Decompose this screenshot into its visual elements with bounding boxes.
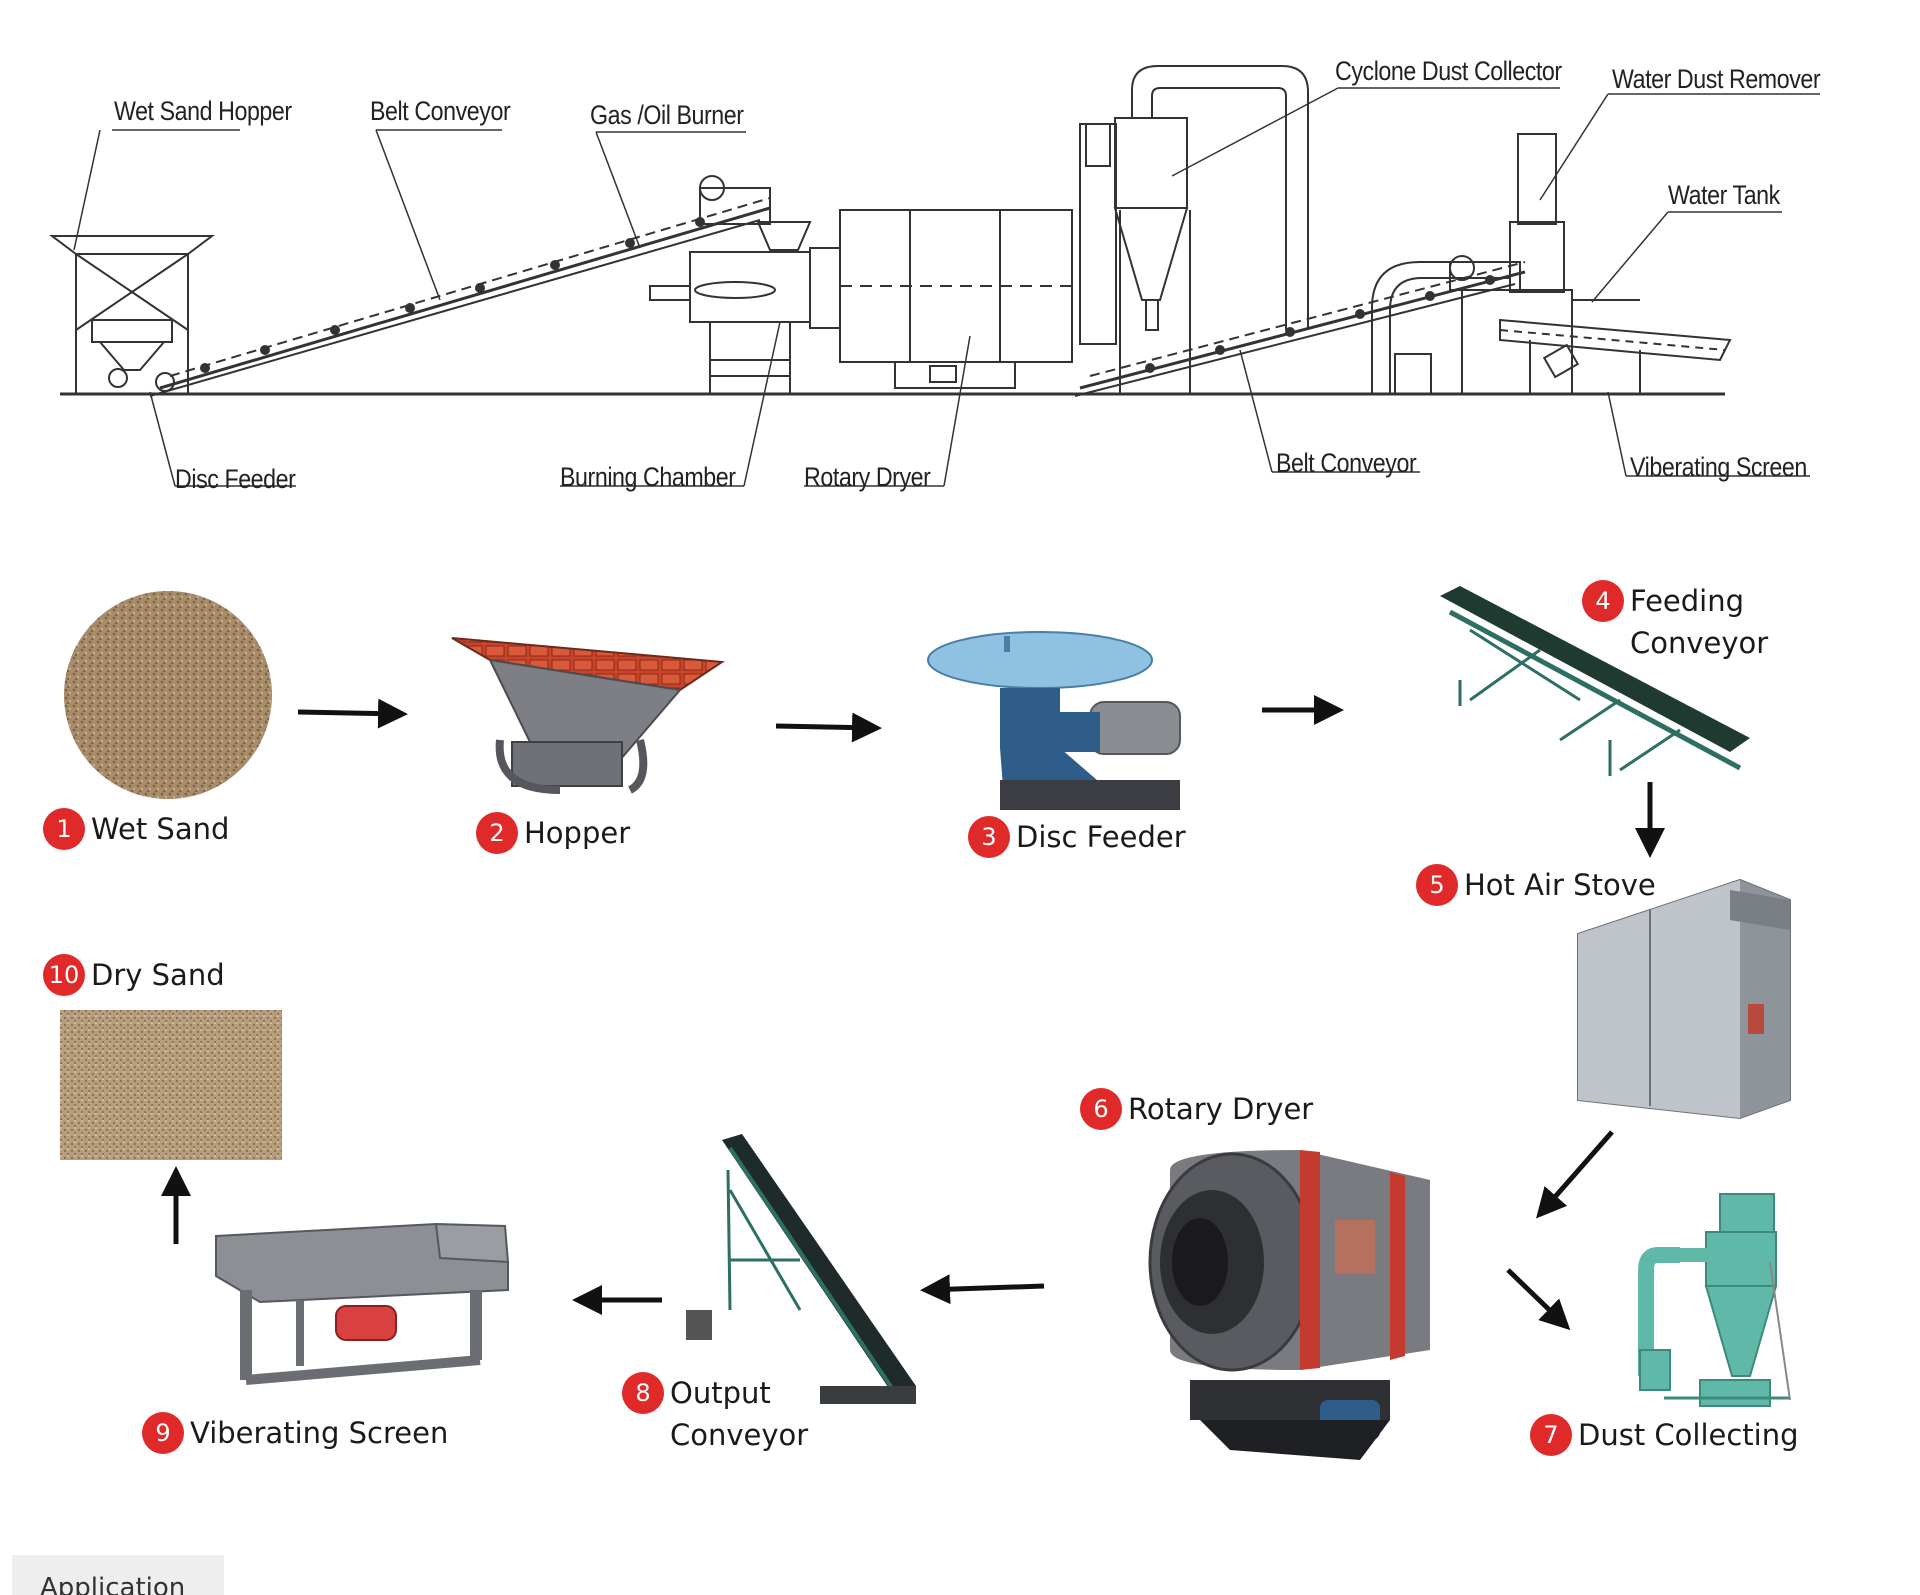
step-badge: 10 [43,954,85,996]
step-10-dry-sand: 10 Dry Sand [43,954,225,996]
step-badge: 2 [476,812,518,854]
step-label: Disc Feeder [1016,820,1186,854]
rotary-dryer-image [1148,1150,1430,1460]
step-6-rotary-dryer: 6 Rotary Dryer [1080,1088,1313,1130]
step-label: Rotary Dryer [1128,1092,1314,1126]
step-label: Dry Sand [91,958,225,992]
step-badge: 7 [1530,1414,1572,1456]
label-belt-conveyor-top: Belt Conveyor [370,96,511,126]
step-label: Viberating Screen [190,1416,449,1450]
step-3-disc-feeder: 3 Disc Feeder [968,816,1186,858]
step-badge: 4 [1582,580,1624,622]
vibrating-screen-image [215,1222,510,1385]
feeding-conveyor-image [1440,586,1750,776]
step-badge: 9 [142,1412,184,1454]
label-rotary-dryer-top: Rotary Dryer [804,462,931,492]
label-belt-conveyor-bottom: Belt Conveyor [1276,448,1417,478]
step-label: Dust Collecting [1578,1418,1799,1452]
application-tab-label: Application [40,1573,186,1595]
step-badge: 1 [43,808,85,850]
step-8-output-conveyor: 8 Output Conveyor [622,1372,808,1456]
label-water-tank: Water Tank [1668,180,1780,210]
flow-arrows [161,695,1665,1331]
step-label: Wet Sand [91,812,230,846]
label-disc-feeder-top: Disc Feeder [175,464,296,494]
label-burning-chamber: Burning Chamber [560,462,736,492]
step-badge: 3 [968,816,1010,858]
disc-feeder-image [927,631,1181,810]
dry-sand-image [60,1010,282,1160]
dust-collector-image [1638,1193,1791,1407]
step-badge: 6 [1080,1088,1122,1130]
step-2-hopper: 2 Hopper [476,812,630,854]
step-label: Hot Air Stove [1464,868,1656,902]
step-badge: 8 [622,1372,664,1414]
step-label: Feeding Conveyor [1630,584,1769,660]
step-4-feeding-conveyor: 4 Feeding Conveyor [1582,580,1768,664]
step-1-wet-sand: 1 Wet Sand [43,808,229,850]
wet-sand-image [64,591,272,799]
schematic-drawing [49,65,1820,487]
step-9-vibrating-screen: 9 Viberating Screen [142,1412,448,1454]
label-wet-sand-hopper: Wet Sand Hopper [114,96,292,126]
step-5-hot-air-stove: 5 Hot Air Stove [1416,864,1656,906]
output-conveyor-image [686,1134,916,1404]
step-label: Output Conveyor [670,1376,809,1452]
application-tab[interactable]: Application [12,1555,224,1595]
step-label: Hopper [524,816,631,850]
label-cyclone-dust-collector: Cyclone Dust Collector [1335,56,1562,86]
step-badge: 5 [1416,864,1458,906]
step-7-dust-collecting: 7 Dust Collecting [1530,1414,1799,1456]
label-vibrating-screen-top: Viberating Screen [1630,452,1807,482]
hopper-image [451,637,725,794]
label-gas-oil-burner: Gas /Oil Burner [590,100,744,130]
hot-air-stove-image [1577,878,1791,1120]
label-water-dust-remover: Water Dust Remover [1612,64,1821,94]
